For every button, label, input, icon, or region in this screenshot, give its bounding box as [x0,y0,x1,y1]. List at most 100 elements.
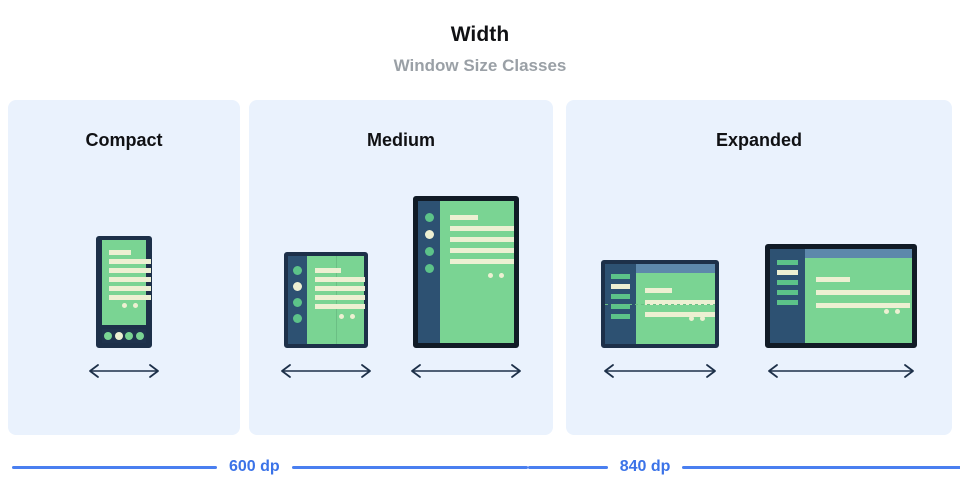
content-bar [450,259,514,264]
content-dot [339,314,344,319]
fold-crease-line [335,256,337,344]
page-header: Width Window Size Classes [0,0,960,77]
panel-medium: Medium [249,100,553,435]
width-arrow-tablet-portrait [408,362,524,380]
content-bar [816,290,910,295]
device-cell-tablet-landscape [765,244,917,380]
device-group-compact [8,236,240,380]
device-cell-foldable-landscape [601,260,719,380]
app-top-bar [636,264,715,273]
content-dot [488,273,493,278]
nav-dot [104,332,113,340]
page-title: Width [450,23,510,46]
content-bar [450,226,514,231]
rail-bar [611,304,630,309]
content-bar [816,303,910,308]
device-foldable-landscape [601,260,719,348]
foldable-landscape-dots [689,316,705,321]
content-bar [109,277,151,282]
nav-dot [125,332,134,340]
double-headed-arrow-icon [604,364,716,378]
device-foldable-portrait [284,252,368,348]
foldable-portrait-bars [315,268,365,313]
breakpoint-label-840: 840 dp [619,458,671,475]
rail-bar [611,274,630,279]
rail-dot-active [293,282,302,291]
content-bar [816,277,850,282]
panel-title-compact: Compact [85,130,163,150]
breakpoint-label-600: 600 dp [229,458,280,475]
content-dot [689,316,694,321]
tablet-portrait-content [440,201,514,343]
content-dot [122,303,127,308]
content-dot [350,314,355,319]
tablet-landscape-bars [816,277,910,312]
content-bar [315,268,341,273]
content-bar [109,268,151,273]
breakpoint-scale: 600 dp 840 dp [0,452,960,482]
double-headed-arrow-icon [89,364,159,378]
double-headed-arrow-icon [411,364,521,378]
tablet-landscape-dots [884,309,900,314]
device-cell-phone [86,236,162,380]
nav-dot-active [114,332,123,340]
content-bar [450,215,478,220]
phone-content-bars [109,250,151,304]
content-dot [499,273,504,278]
tablet-landscape-nav-rail [770,249,805,343]
panel-compact: Compact [8,100,240,435]
rail-dot [424,213,434,222]
foldable-portrait-nav-rail [288,256,307,344]
rail-bar [777,260,798,265]
rail-dot [424,247,434,256]
breakpoint-840dp: 840 dp [527,458,960,476]
content-bar [450,248,514,253]
panel-title-medium: Medium [366,130,435,150]
device-cell-tablet-portrait [408,196,524,380]
content-dot [700,316,705,321]
device-phone [96,236,152,348]
rail-bar [777,280,798,285]
tablet-landscape-content [805,249,912,343]
rail-bar [777,300,798,305]
content-bar [645,288,672,293]
rail-dot [424,264,434,273]
device-tablet-landscape [765,244,917,348]
phone-content-dots [122,303,138,308]
double-headed-arrow-icon [281,364,371,378]
tablet-portrait-bars [450,215,514,270]
app-top-bar [805,249,912,258]
content-bar [450,237,514,242]
content-bar [315,286,365,291]
content-bar [109,259,151,264]
content-bar [645,312,715,317]
content-bar [109,295,151,300]
rail-bar-active [611,284,630,289]
rail-dot [293,314,302,323]
breakpoint-line-left [12,465,217,469]
foldable-landscape-bars [645,288,715,321]
content-bar [315,304,365,309]
width-arrow-foldable-portrait [278,362,374,380]
width-arrow-tablet-landscape [765,362,917,380]
fold-crease-line [605,304,715,305]
foldable-portrait-content [307,256,365,344]
content-bar [645,300,715,305]
rail-bar [611,314,630,319]
panel-title-expanded: Expanded [715,130,803,150]
content-bar [109,250,131,255]
width-arrow-foldable-landscape [601,362,719,380]
foldable-portrait-dots [339,314,355,319]
rail-dot [293,266,302,275]
content-dot [133,303,138,308]
tablet-portrait-nav-rail [418,201,440,343]
device-group-medium [249,196,553,380]
page-subtitle: Window Size Classes [393,56,567,76]
content-bar [109,286,151,291]
double-headed-arrow-icon [768,364,914,378]
rail-bar-active [777,270,798,275]
device-cell-foldable-portrait [278,252,374,380]
rail-bar [777,290,798,295]
phone-nav-bar [102,329,146,343]
content-bar [315,277,365,282]
